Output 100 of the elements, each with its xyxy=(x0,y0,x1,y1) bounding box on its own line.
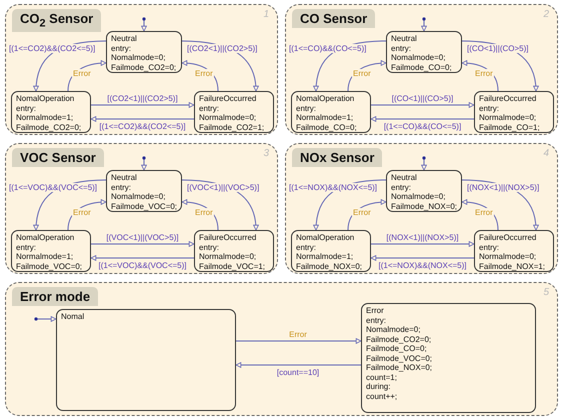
state-action: entry: xyxy=(16,242,38,252)
transition-label: [(1<=VOC)&&(VOC<=5)] xyxy=(8,183,98,192)
state-action: Failmode_CO=0; xyxy=(296,122,358,132)
panel-number: 4 xyxy=(543,148,549,159)
transition-label: [count==10] xyxy=(276,368,320,377)
state-box xyxy=(11,230,91,272)
transition-arrow xyxy=(90,255,194,261)
transition-label: [(VOC<1)||(VOC>5)] xyxy=(186,183,260,192)
panel-title: VOC Sensor xyxy=(12,148,104,167)
state-action: Failmode_CO2=0; xyxy=(111,62,177,72)
state-action: Failmode_CO2=0; xyxy=(366,334,432,344)
state-action: Nomalmode=0; xyxy=(391,192,446,202)
state-name: Error xyxy=(366,306,385,316)
transition-arrow xyxy=(68,199,106,230)
state-action: entry: xyxy=(111,44,132,53)
state-name: FailureOccurred xyxy=(479,94,538,104)
state-box xyxy=(386,170,462,212)
state-action: entry: xyxy=(479,242,500,252)
state-action: Failmode_CO=0; xyxy=(391,62,453,72)
state-action: Normalmode=1; xyxy=(16,252,74,262)
state-name: Neutral xyxy=(111,34,138,44)
state-action: Failmode_VOC=0; xyxy=(16,262,84,271)
state-box xyxy=(56,309,236,411)
state-box xyxy=(11,91,91,133)
panel-title: NOx Sensor xyxy=(292,148,382,167)
state-action: entry: xyxy=(391,182,412,192)
state-box xyxy=(194,230,274,272)
default-transition-arrow xyxy=(34,316,56,322)
panel-number: 5 xyxy=(543,287,549,298)
transition-arrow xyxy=(90,241,194,247)
state-name: FailureOccurred xyxy=(479,233,538,242)
state-action: count++; xyxy=(366,392,398,401)
state-panel xyxy=(5,4,278,135)
state-panel xyxy=(5,143,278,274)
state-action: Failmode_CO=1; xyxy=(479,122,541,132)
state-action: Nomalmode=0; xyxy=(391,53,446,62)
transition-arrow xyxy=(348,60,386,92)
state-panel xyxy=(5,282,558,416)
state-action: Failmode_CO=0; xyxy=(366,344,428,354)
transition-arrow xyxy=(370,241,474,247)
transition-label: [(1<=CO)&&(CO<=5)] xyxy=(288,44,368,53)
default-transition-arrow xyxy=(141,156,147,170)
state-action: Failmode_VOC=1; xyxy=(199,262,266,271)
state-action: Nomalmode=0; xyxy=(366,325,422,334)
state-box xyxy=(106,170,182,212)
transition-label: [(VOC<1)||(VOC>5)] xyxy=(105,233,180,242)
state-action: Failmode_NOX=0; xyxy=(391,202,457,211)
panel-number: 3 xyxy=(263,148,269,159)
transition-arrow xyxy=(90,102,194,108)
transition-label: Error xyxy=(194,69,214,78)
state-action: Failmode_NOX=0; xyxy=(366,363,434,372)
transition-label: [(CO2<1)||(CO2>5)] xyxy=(186,44,258,53)
state-action: count=1; xyxy=(366,372,398,382)
transition-label: Error xyxy=(288,330,308,339)
state-name: Neutral xyxy=(391,173,418,182)
state-action: Failmode_CO2=0; xyxy=(16,122,82,132)
transition-arrow xyxy=(68,60,106,92)
state-box xyxy=(106,31,182,73)
transition-label: [(NOX<1)||(NOX>5)] xyxy=(385,233,460,242)
transition-arrow xyxy=(236,362,362,368)
transition-label: [(1<=VOC)&&(VOC<=5)] xyxy=(97,261,188,270)
transition-label: Error xyxy=(474,69,494,78)
state-action: entry: xyxy=(391,44,412,53)
transition-arrow xyxy=(182,199,218,230)
state-action: Normalmode=0; xyxy=(199,113,258,122)
state-action: Failmode_CO2=1; xyxy=(199,122,266,132)
state-action: Nomalmode=0; xyxy=(111,53,166,62)
transition-label: Error xyxy=(352,69,372,78)
state-box xyxy=(474,230,554,272)
state-name: NomalOperation xyxy=(296,233,356,242)
panel-number: 2 xyxy=(543,9,549,20)
transition-arrow xyxy=(90,116,194,122)
transition-label: Error xyxy=(194,208,214,217)
transition-arrow xyxy=(462,199,498,230)
state-name: NomalOperation xyxy=(16,94,76,104)
state-name: Nomal xyxy=(61,312,86,322)
state-action: entry: xyxy=(296,104,318,113)
state-box xyxy=(386,31,462,73)
state-name: Neutral xyxy=(391,34,418,44)
transition-label: [(1<=CO2)&&(CO2<=5)] xyxy=(8,44,96,53)
state-box xyxy=(291,230,371,272)
state-action: entry: xyxy=(479,104,500,113)
state-name: NomalOperation xyxy=(296,94,356,104)
panel-title: CO Sensor xyxy=(292,9,376,28)
transition-arrow xyxy=(182,60,218,92)
panel-number: 1 xyxy=(263,9,269,20)
state-action: Normalmode=1; xyxy=(16,113,74,122)
transition-arrow xyxy=(236,338,362,344)
state-box xyxy=(474,91,554,133)
state-action: entry: xyxy=(199,104,220,113)
state-action: Normalmode=0; xyxy=(199,252,258,262)
state-action: entry: xyxy=(16,104,38,113)
state-action: Failmode_VOC=0; xyxy=(366,354,434,363)
transition-label: [(1<=CO)&&(CO<=5)] xyxy=(382,122,462,131)
state-action: Failmode_NOX=0; xyxy=(296,262,364,271)
transition-arrow xyxy=(370,102,474,108)
transition-label: [(NOX<1)||(NOX>5)] xyxy=(466,183,540,192)
panel-title: Error mode xyxy=(12,287,98,306)
state-name: NomalOperation xyxy=(16,233,76,242)
state-panel xyxy=(285,4,558,135)
